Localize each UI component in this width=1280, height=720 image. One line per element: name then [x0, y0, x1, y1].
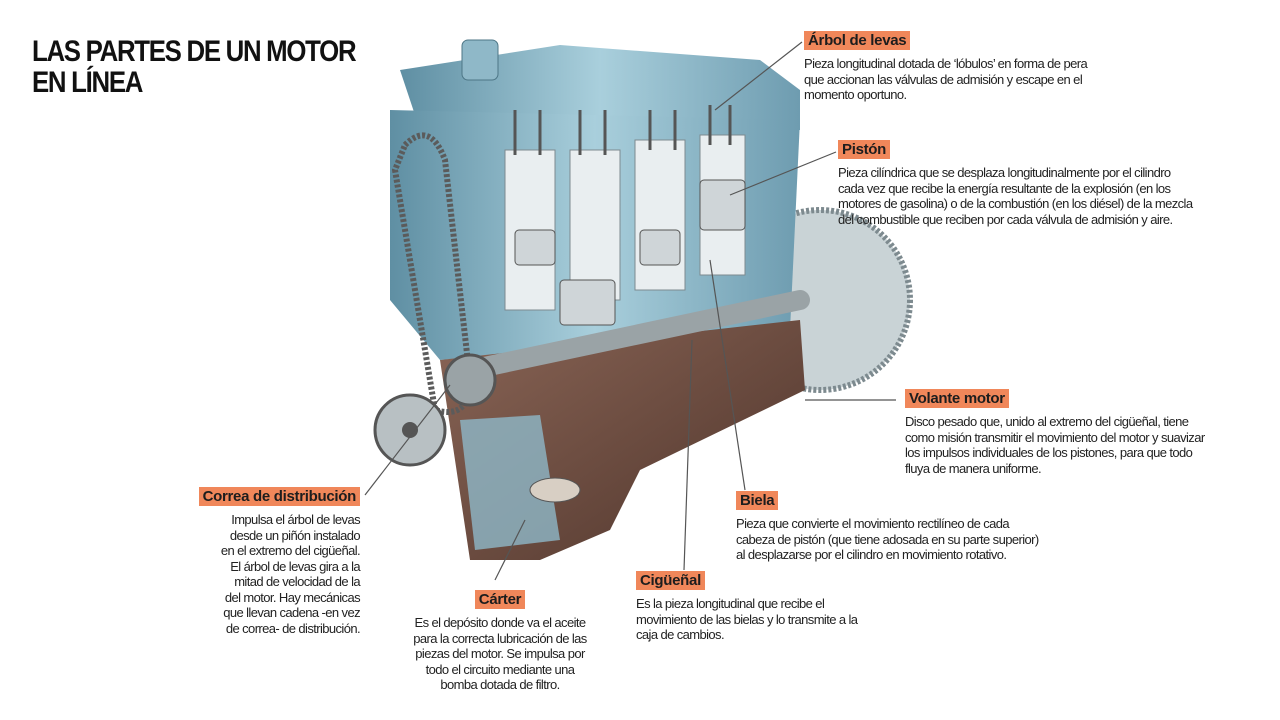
leader-lines — [364, 41, 896, 581]
desc-line: El árbol de levas gira a la — [230, 558, 360, 574]
oil-cap — [461, 39, 499, 81]
part-label: Biela — [736, 491, 779, 510]
part-description: Pieza que convierte el movimiento rectil… — [736, 516, 1039, 563]
desc-line: Impulsa el árbol de levas — [231, 512, 360, 527]
part-carter: Cárter Es el depósito donde va el aceite… — [390, 590, 610, 693]
part-label: Pistón — [838, 140, 891, 159]
pistons — [514, 179, 746, 326]
desc-line: al desplazarse por el cilindro en movimi… — [736, 547, 1007, 562]
desc-line: Disco pesado que, unido al extremo del c… — [905, 414, 1189, 429]
desc-line: todo el circuito mediante una — [425, 661, 575, 677]
desc-line: mitad de velocidad de la — [234, 574, 360, 589]
desc-line: para la correcta lubricación de las — [413, 630, 587, 646]
part-label: Volante motor — [905, 389, 1009, 408]
desc-line: Pieza cilíndrica que se desplaza longitu… — [838, 165, 1171, 180]
desc-line: de correa- de distribución. — [225, 620, 361, 636]
part-label: Correa de distribución — [198, 487, 360, 506]
desc-line: los impulsos individuales de los pistone… — [905, 445, 1193, 460]
desc-line: del combustible que reciben por cada vál… — [838, 211, 1173, 227]
part-description: Es la pieza longitudinal que recibe el m… — [636, 596, 858, 643]
desc-line: del motor. Hay mecánicas — [224, 589, 361, 605]
part-description: Disco pesado que, unido al extremo del c… — [905, 414, 1205, 476]
crankshaft — [460, 290, 810, 380]
desc-line: Es el depósito donde va el aceite — [414, 615, 587, 630]
desc-line: cada vez que recibe la energía resultant… — [838, 180, 1171, 196]
part-biela: Biela Pieza que convierte el movimiento … — [736, 491, 1039, 563]
desc-line: desde un piñón instalado — [229, 527, 361, 543]
part-label: Cigüeñal — [636, 571, 705, 590]
title-line-2: EN LÍNEA — [32, 66, 143, 99]
desc-line: caja de cambios. — [636, 627, 725, 642]
title-line-1: LAS PARTES DE UN MOTOR — [32, 35, 357, 68]
desc-line: motores de gasolina) o de la combustión … — [838, 196, 1193, 211]
desc-line: movimiento de las bielas y lo transmite … — [636, 611, 858, 627]
part-description: Es el depósito donde va el aceite para l… — [390, 615, 610, 693]
desc-line: Pieza longitudinal dotada de ‘lóbulos’ e… — [804, 56, 1088, 71]
desc-line: bomba dotada de filtro. — [440, 677, 560, 692]
desc-line: que accionan las válvulas de admisión y … — [804, 71, 1083, 87]
part-piston: Pistón Pieza cilíndrica que se desplaza … — [838, 140, 1193, 227]
desc-line: que llevan cadena -en vez — [223, 605, 360, 620]
part-correa-de-distribucion: Correa de distribución Impulsa el árbol … — [180, 487, 361, 636]
desc-line: piezas del motor. Se impulsa por — [415, 646, 585, 661]
desc-line: momento oportuno. — [804, 87, 907, 102]
part-label: Árbol de levas — [804, 31, 911, 50]
desc-line: en el extremo del cigüeñal. — [220, 543, 361, 558]
desc-line: como misión transmitir el movimiento del… — [905, 429, 1205, 445]
page-title: LAS PARTES DE UN MOTOR EN LÍNEA — [32, 35, 357, 99]
desc-line: Es la pieza longitudinal que recibe el — [636, 596, 825, 611]
part-arbol-de-levas: Árbol de levas Pieza longitudinal dotada… — [804, 31, 1088, 103]
part-description: Pieza longitudinal dotada de ‘lóbulos’ e… — [804, 56, 1088, 103]
valves — [513, 105, 732, 155]
valve-cover — [400, 45, 800, 130]
desc-line: Pieza que convierte el movimiento rectil… — [736, 516, 1010, 531]
desc-line: cabeza de pistón (que tiene adosada en s… — [736, 531, 1039, 547]
part-ciguenal: Cigüeñal Es la pieza longitudinal que re… — [636, 571, 858, 643]
timing-gear — [443, 353, 497, 407]
part-description: Impulsa el árbol de levas desde un piñón… — [180, 512, 361, 636]
part-volante-motor: Volante motor Disco pesado que, unido al… — [905, 389, 1205, 476]
oil-filter — [529, 477, 581, 503]
part-label: Cárter — [474, 590, 526, 609]
desc-line: fluya de manera uniforme. — [905, 460, 1042, 476]
part-description: Pieza cilíndrica que se desplaza longitu… — [838, 165, 1193, 227]
